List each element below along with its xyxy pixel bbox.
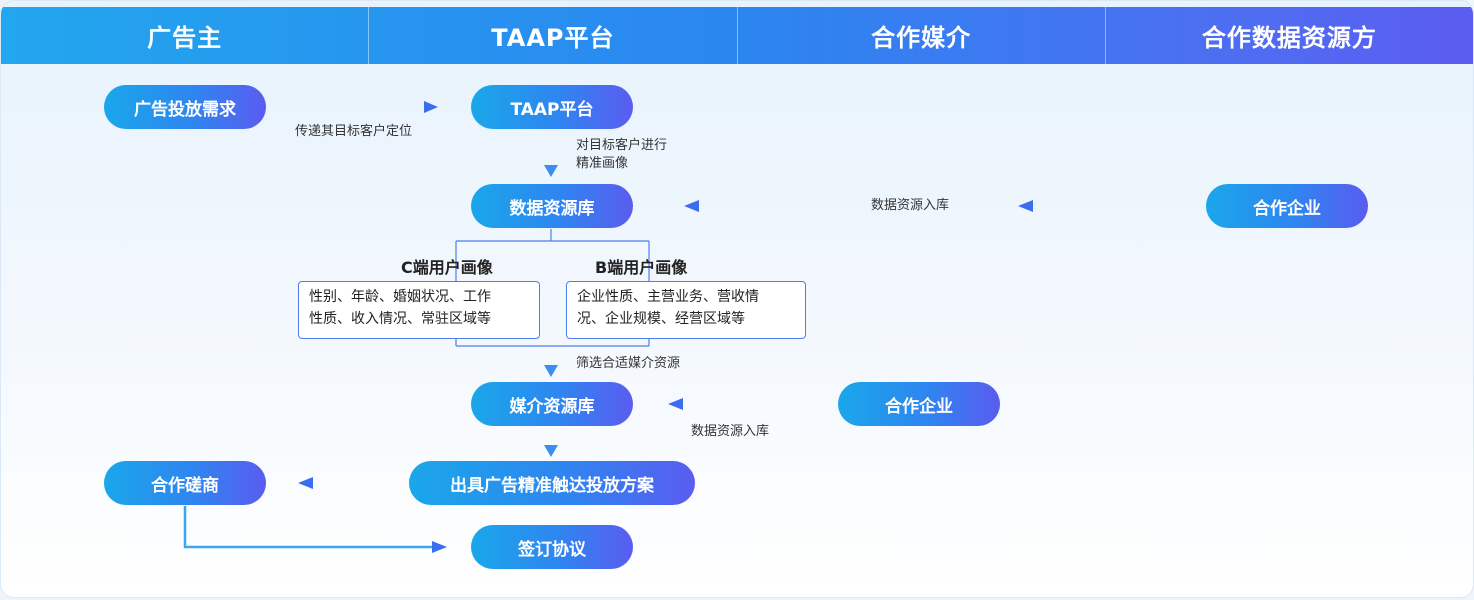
header-partner-media: 合作媒介 bbox=[738, 7, 1106, 64]
node-sign-agreement: 签订协议 bbox=[471, 525, 633, 569]
b-profile-title: B端用户画像 bbox=[595, 258, 688, 277]
c-profile-line1: 性别、年龄、婚姻状况、工作 bbox=[309, 289, 491, 305]
label-profile-line2: 精准画像 bbox=[576, 156, 629, 171]
label-data-in-right: 数据资源入库 bbox=[871, 198, 950, 213]
label-filter-media: 筛选合适媒介资源 bbox=[576, 356, 681, 371]
c-profile-box: 性别、年龄、婚姻状况、工作 性质、收入情况、常驻区域等 bbox=[298, 281, 540, 339]
arrowhead-datain-to-library bbox=[684, 200, 699, 212]
arrowhead-profiles-to-media bbox=[544, 365, 558, 377]
label-pass-target: 传递其目标客户定位 bbox=[295, 124, 413, 139]
header-bar: 广告主 TAAP平台 合作媒介 合作数据资源方 bbox=[1, 7, 1473, 64]
arrowhead-negotiation-to-sign bbox=[432, 541, 447, 553]
node-data-library: 数据资源库 bbox=[471, 184, 633, 228]
node-ad-demand: 广告投放需求 bbox=[104, 85, 266, 129]
label-profile-line1: 对目标客户进行 bbox=[576, 138, 668, 153]
c-profile-line2: 性质、收入情况、常驻区域等 bbox=[309, 311, 491, 327]
arrowhead-taap-to-data bbox=[544, 165, 558, 177]
node-partner-company-right: 合作企业 bbox=[1206, 184, 1368, 228]
arrowhead-plan-to-negotiation bbox=[298, 477, 313, 489]
b-profile-line2: 况、企业规模、经营区域等 bbox=[577, 311, 745, 327]
arrow-negotiation-to-sign bbox=[183, 506, 434, 549]
header-advertiser: 广告主 bbox=[1, 7, 370, 64]
label-data-in-mid: 数据资源入库 bbox=[691, 424, 770, 439]
arrowhead-partner-to-media bbox=[668, 398, 683, 410]
arrowhead-media-to-plan bbox=[544, 445, 558, 457]
b-profile-line1: 企业性质、主营业务、营收情 bbox=[577, 289, 759, 305]
arrowhead-partner-to-datain bbox=[1018, 200, 1033, 212]
node-media-library: 媒介资源库 bbox=[471, 382, 633, 426]
header-taap-platform: TAAP平台 bbox=[369, 7, 738, 64]
node-negotiation: 合作磋商 bbox=[104, 461, 266, 505]
node-taap-platform: TAAP平台 bbox=[471, 85, 633, 129]
b-profile-box: 企业性质、主营业务、营收情 况、企业规模、经营区域等 bbox=[566, 281, 806, 339]
arrowhead-demand-to-taap bbox=[424, 101, 438, 113]
node-ad-plan: 出具广告精准触达投放方案 bbox=[409, 461, 695, 505]
node-partner-company-mid: 合作企业 bbox=[838, 382, 1000, 426]
c-profile-title: C端用户画像 bbox=[401, 258, 493, 277]
header-data-provider: 合作数据资源方 bbox=[1201, 24, 1377, 52]
